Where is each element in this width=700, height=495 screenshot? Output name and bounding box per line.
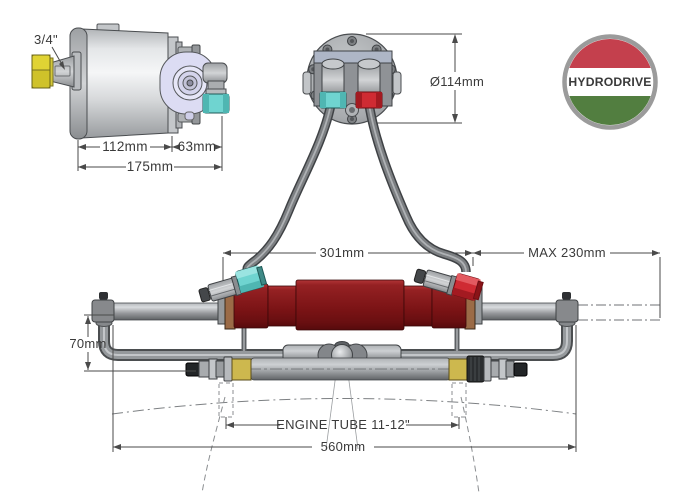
cylinder-center-body [295,279,405,331]
logo-white-band [567,68,653,96]
dim-cylinder-length: 301mm [320,245,365,260]
helm-body [81,28,169,139]
cylinder-dimensions: 301mm MAX 230mm 70mm ENGINE TUBE 11-12" … [69,245,661,454]
dim-diameter: Ø114mm [430,74,484,89]
side-tab-left [302,71,312,95]
dim-fitting-depth: 63mm [178,139,217,154]
rear-teal-collar [319,91,347,109]
dim-drop: 70mm [69,336,106,351]
cylinder-assembly-view [91,279,662,494]
hose-left [242,103,336,276]
side-tab-right [392,71,402,95]
cylinder-port-fitting-right [413,268,484,301]
shaft-nut [31,54,51,89]
helm-teal-nut [202,93,230,114]
dim-overall-width: 560mm [321,439,366,454]
teal-swivel-nut [235,265,268,294]
shaft-size-label: 3/4" [34,32,58,47]
helm-pump-side-view: 3/4" 112mm 63mm 175mm [31,23,230,174]
hydrodrive-logo: HYDRODRIVE [562,34,658,130]
brass-bushing-right [448,358,469,381]
dim-max-stroke: MAX 230mm [528,245,606,260]
engine-tube-right-hardware [448,355,528,383]
rod-end-left [91,292,115,323]
dim-engine-tube: ENGINE TUBE 11-12" [276,417,410,432]
dimension-arrows [85,250,660,450]
engine-tube-left-hardware [185,356,252,382]
dim-total-length: 175mm [127,159,174,174]
brass-bushing-left [231,358,252,381]
hose-right [364,103,471,273]
diameter-dimension: Ø114mm [366,33,484,124]
rear-port-collars [319,91,383,109]
rod-end-right [555,292,579,323]
logo-text: HYDRODRIVE [568,75,651,89]
dim-body-length: 112mm [102,139,148,154]
engine-tube [185,355,528,383]
red-swivel-nut [451,273,484,301]
cylinder-port-fitting-left [198,265,268,303]
rod-extended-phantom [578,304,662,321]
rear-red-collar [355,91,383,109]
helm-elbow-fitting [202,62,230,114]
steering-cylinder [217,279,483,331]
helm-dimension-arrows [78,144,222,170]
helm-shaft [31,51,82,91]
hydraulic-hoses [242,103,471,276]
shaft-size-callout: 3/4" [34,32,65,70]
